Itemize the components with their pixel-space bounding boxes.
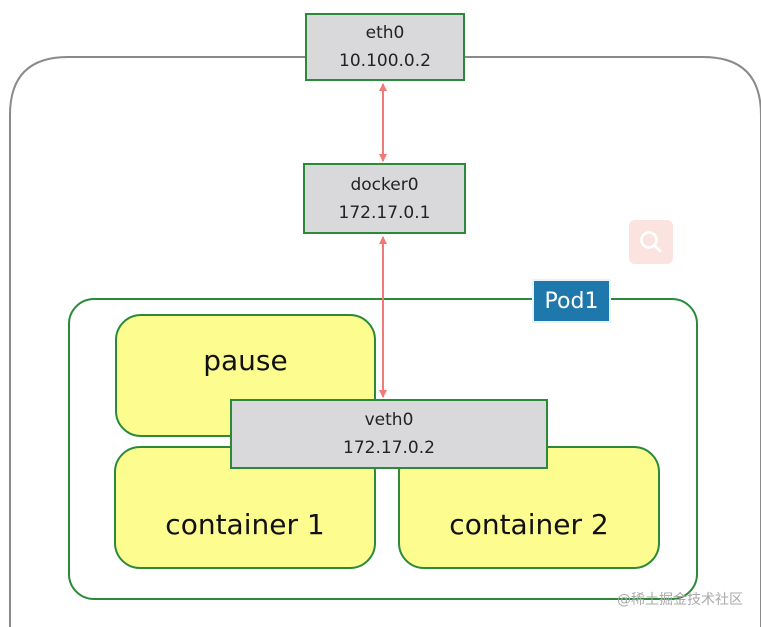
container-2-label: container 2	[449, 508, 609, 541]
search-icon[interactable]	[629, 220, 673, 264]
watermark: @稀土掘金技术社区	[617, 592, 743, 608]
docker0-ip: 172.17.0.1	[338, 202, 431, 223]
eth0-name: eth0	[365, 23, 405, 43]
eth0-ip: 10.100.0.2	[339, 51, 431, 71]
veth0-ip: 172.17.0.2	[343, 438, 435, 458]
pause-label: pause	[203, 344, 288, 377]
docker0-name: docker0	[350, 174, 419, 195]
veth0-name: veth0	[364, 410, 414, 430]
search-icon-glyph	[640, 231, 662, 253]
container-1-label: container 1	[165, 508, 325, 541]
veth0-interface: veth0 172.17.0.2	[230, 399, 548, 469]
docker0-bridge: docker0 172.17.0.1	[303, 163, 466, 234]
eth0-interface: eth0 10.100.0.2	[305, 13, 465, 81]
pod-label: Pod1	[532, 279, 611, 323]
